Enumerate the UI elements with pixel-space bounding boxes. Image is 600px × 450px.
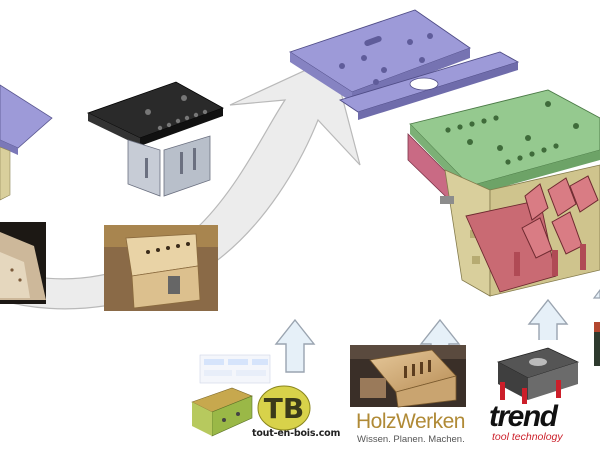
partial-plate-model — [0, 84, 53, 201]
holzwerken-jig-photo — [350, 345, 466, 408]
up-arrow — [592, 289, 600, 299]
trend-name: trend — [489, 400, 558, 433]
drill-guide-model — [288, 9, 600, 297]
toutenbois-name: tout-en-bois.com — [252, 428, 341, 439]
clipped-photo — [594, 322, 600, 366]
toutenbois-jig-photo — [191, 354, 271, 437]
doweling-jig-photo — [104, 225, 218, 311]
toutenbois-monogram: TB — [264, 392, 304, 425]
trend-tagline: tool technology — [492, 431, 563, 443]
workbench-photo — [0, 222, 46, 304]
dark-plate-model — [86, 81, 224, 197]
holzwerken-name: HolzWerken — [356, 410, 465, 433]
trend-jig-photo — [488, 340, 580, 404]
up-arrow — [274, 318, 316, 373]
toutenbois-logo: TB — [257, 385, 311, 431]
holzwerken-tagline: Wissen. Planen. Machen. — [357, 434, 465, 445]
